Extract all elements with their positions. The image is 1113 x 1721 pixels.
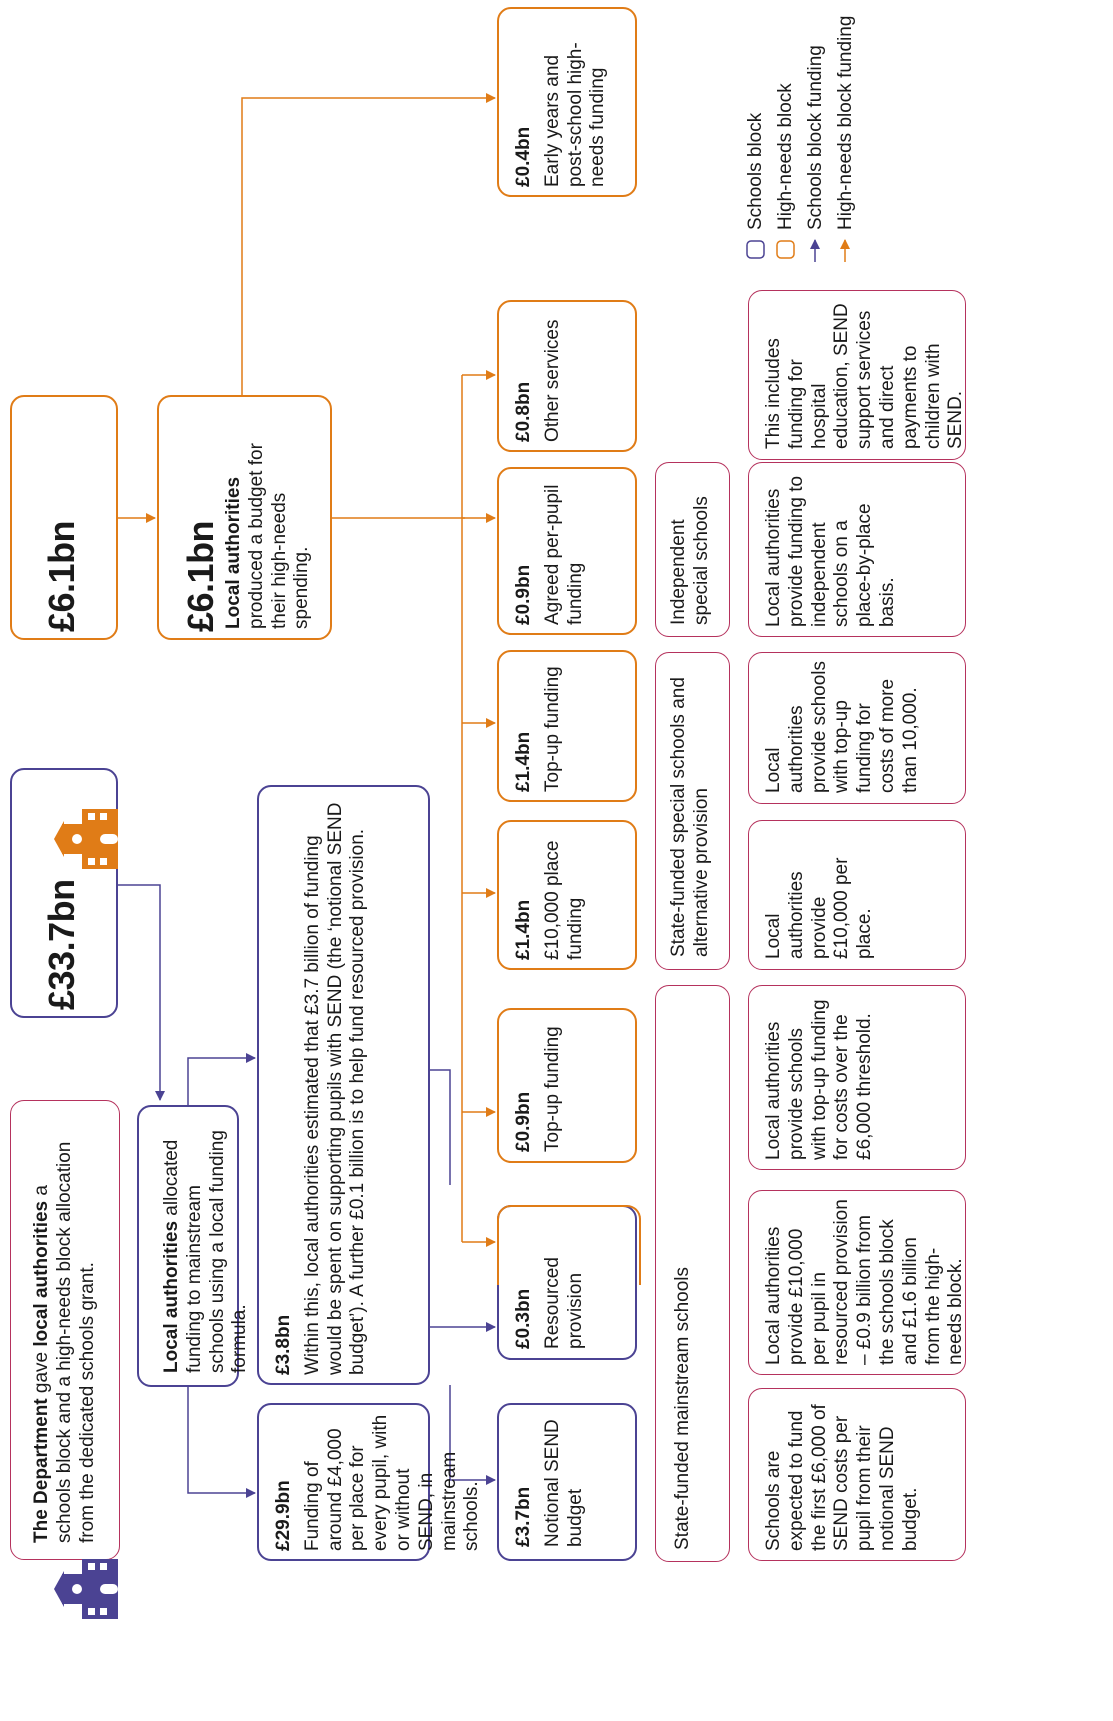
note-text: Local authorities provide schools with t… [763,660,921,793]
resourced-orange-edge [497,1205,641,1285]
recipient-agreed-per-pupil: £0.9bn Agreed per-pupil funding [497,467,637,635]
legend-high-needs-block-funding: High-needs block funding [835,15,856,230]
school-building-icon [54,809,118,869]
legend-schools-block-funding: Schools block funding [805,45,826,230]
legend-schools-block-swatch [746,240,765,259]
high-needs-block-amount: £6.1bn [41,520,82,632]
recipient-topup-special: £1.4bn Top-up funding [497,650,637,802]
recipient-label: Top-up funding [541,666,563,792]
high-needs-arrows [117,93,496,1247]
note-topup-special: Local authorities provide schools with t… [748,652,966,804]
note-topup-mainstream: Local authorities provide schools with t… [748,985,966,1170]
recipient-amount: £0.9bn [513,1091,534,1152]
recipient-label: Early years and post-school high-needs f… [541,42,609,187]
legend-high-needs-swatch [776,240,795,259]
funding-3-8bn-box: £3.8bn Within this, local authorities es… [257,785,430,1385]
note-resourced-provision: Local authorities provide £10,000 per pu… [748,1190,966,1375]
recipient-notional-send: £3.7bn Notional SEND budget [497,1403,637,1561]
recipient-place-funding: £1.4bn £10,000 place funding [497,820,637,970]
recipient-label: Notional SEND budget [541,1419,586,1547]
recipient-early-years: £0.4bn Early years and post-school high-… [497,7,637,197]
recipient-other-services: £0.8bn Other services [497,300,637,452]
arrow-schools-to-la [117,884,165,1101]
school-building-icon [54,1559,118,1619]
funding-3-8bn-amount: £3.8bn [273,1314,294,1375]
recipient-amount: £3.7bn [513,1486,534,1547]
note-text: Schools are expected to fund the first £… [763,1404,921,1551]
note-notional-send: Schools are expected to fund the first £… [748,1388,966,1561]
funding-29-9bn-text: Funding of around £4,000 per place for e… [301,1414,483,1551]
note-text: Local authorities provide schools with t… [763,999,876,1160]
category-label: State-funded mainstream schools [672,1266,693,1550]
la-high-needs-text: produced a budget for their high-needs s… [245,443,313,629]
intro-bold-la: local authorities [31,1200,52,1347]
funding-29-9bn-box: £29.9bn Funding of around £4,000 per pla… [257,1403,482,1561]
funding-29-9bn-amount: £29.9bn [273,1480,294,1551]
category-label: State-funded special schools and alterna… [668,677,712,957]
la-mainstream-box: Local authorities allocated funding to m… [137,1105,250,1387]
la-high-needs-amount: £6.1bn [180,520,221,632]
la-mainstream-bold: Local authorities [161,1220,182,1373]
category-mainstream: State-funded mainstream schools [655,985,730,1562]
recipient-amount: £1.4bn [513,899,534,960]
recipient-label: Other services [541,319,563,442]
recipient-amount: £0.3bn [513,1288,534,1349]
note-text: Local authorities provide £10,000 per pl… [763,857,876,959]
recipient-label: Agreed per-pupil funding [541,484,586,625]
intro-box: The Department gave local authorities a … [10,1100,120,1560]
note-other-services: This includes funding for hospital educa… [748,290,966,460]
high-needs-block-box: £6.1bn [10,395,118,869]
category-independent: Independent special schools [655,462,730,637]
arrow-38bn-to-resourced [430,1069,451,1185]
category-special-alternative: State-funded special schools and alterna… [655,652,730,970]
funding-3-8bn-text: Within this, local authorities estimated… [301,802,369,1375]
category-label: Independent special schools [668,496,712,625]
recipient-label: Top-up funding [541,1026,563,1152]
recipient-topup-mainstream: £0.9bn Top-up funding [497,1008,637,1163]
arrow-hn-to-early-years [241,93,496,395]
intro-text-gave: gave [31,1346,52,1399]
schools-block-amount: £33.7bn [41,879,82,1010]
note-text: This includes funding for hospital educa… [763,303,967,449]
recipient-amount: £0.4bn [513,126,534,187]
recipient-label: Resourced provision [541,1257,586,1349]
arrow-la-to-29bn [187,1385,256,1498]
note-text: Local authorities provide £10,000 per pu… [763,1199,967,1365]
recipient-amount: £0.9bn [513,564,534,625]
note-text: Local authorities provide funding to ind… [763,475,898,627]
recipient-amount: £1.4bn [513,731,534,792]
recipient-amount: £0.8bn [513,381,534,442]
recipient-label: £10,000 place funding [541,840,586,960]
intro-bold-department: The Department [31,1398,52,1543]
legend-high-needs-block: High-needs block [775,83,796,230]
recipient-resourced-provision: £0.3bn Resourced provision [497,1205,641,1360]
la-high-needs-bold: Local authorities [223,476,244,629]
note-place-funding: Local authorities provide £10,000 per pl… [748,820,966,970]
note-independent: Local authorities provide funding to ind… [748,462,966,637]
legend-schools-block: Schools block [745,112,766,230]
arrow-to-notional [449,1385,496,1485]
la-high-needs-box: £6.1bn Local authorities produced a budg… [157,395,332,640]
legend: Schools block High-needs block Schools b… [740,0,870,235]
legend-glyphs [746,239,850,262]
